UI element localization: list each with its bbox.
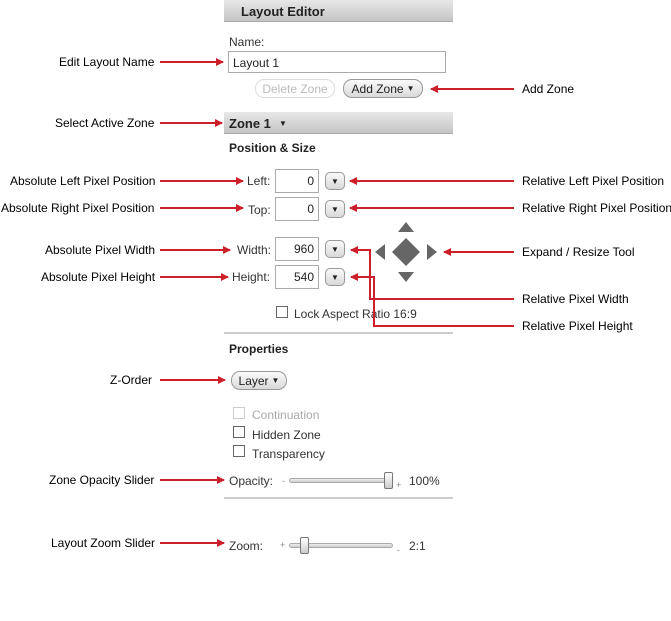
annotation-add-zone: Add Zone bbox=[522, 82, 575, 96]
top-label: Top: bbox=[248, 203, 271, 217]
annotation-rel-right: Relative Right Pixel Position bbox=[522, 201, 671, 215]
chevron-down-icon: ▼ bbox=[331, 244, 339, 254]
move-resize-icon[interactable] bbox=[374, 221, 438, 283]
chevron-down-icon: ▼ bbox=[331, 272, 339, 282]
zoom-value: 2:1 bbox=[409, 539, 426, 553]
zoom-label: Zoom: bbox=[229, 539, 264, 553]
annotation-abs-left: Absolute Left Pixel Position bbox=[10, 174, 156, 188]
zoom-slider-thumb[interactable] bbox=[300, 537, 310, 554]
layout-editor-header: Layout Editor bbox=[224, 0, 453, 22]
annotation-rel-height: Relative Pixel Height bbox=[522, 319, 633, 333]
plus-icon: + bbox=[396, 480, 402, 490]
add-zone-button[interactable]: Add Zone▼ bbox=[343, 79, 423, 98]
annotation-expand-resize: Expand / Resize Tool bbox=[522, 245, 635, 259]
opacity-value: 100% bbox=[409, 474, 440, 488]
zone-selector[interactable]: Zone 1 ▼ bbox=[224, 112, 453, 134]
transparency-checkbox[interactable] bbox=[233, 445, 245, 457]
left-input[interactable]: 0 bbox=[275, 169, 319, 193]
annotation-abs-width: Absolute Pixel Width bbox=[45, 243, 156, 257]
continuation-checkbox[interactable] bbox=[233, 407, 245, 419]
lock-aspect-checkbox[interactable] bbox=[276, 306, 288, 318]
add-zone-label: Add Zone bbox=[351, 81, 404, 96]
annotation-edit-layout-name: Edit Layout Name bbox=[59, 55, 155, 69]
arrow-rel-height bbox=[350, 273, 514, 327]
minus-icon: - bbox=[397, 545, 400, 555]
delete-zone-button[interactable]: Delete Zone bbox=[255, 79, 335, 98]
chevron-down-icon: ▼ bbox=[271, 376, 280, 385]
continuation-label: Continuation bbox=[252, 408, 320, 422]
zone-selector-label: Zone 1 bbox=[229, 116, 271, 131]
height-relative-dropdown[interactable]: ▼ bbox=[325, 268, 345, 286]
top-relative-dropdown[interactable]: ▼ bbox=[325, 200, 345, 218]
plus-icon: + bbox=[280, 540, 286, 550]
hidden-zone-label: Hidden Zone bbox=[252, 428, 321, 442]
height-input[interactable]: 540 bbox=[275, 265, 319, 289]
chevron-down-icon: ▼ bbox=[331, 176, 339, 186]
layer-label: Layer bbox=[238, 373, 269, 388]
minus-icon: - bbox=[282, 476, 285, 486]
annotation-zoom-slider: Layout Zoom Slider bbox=[51, 536, 156, 550]
annotation-abs-right: Absolute Right Pixel Position bbox=[1, 201, 155, 215]
annotation-rel-width: Relative Pixel Width bbox=[522, 292, 629, 306]
width-input[interactable]: 960 bbox=[275, 237, 319, 261]
name-label: Name: bbox=[229, 35, 265, 49]
top-input[interactable]: 0 bbox=[275, 197, 319, 221]
annotation-select-active-zone: Select Active Zone bbox=[55, 116, 155, 130]
chevron-down-icon: ▼ bbox=[279, 119, 287, 128]
chevron-down-icon: ▼ bbox=[406, 84, 415, 93]
annotation-z-order: Z-Order bbox=[110, 373, 152, 387]
width-relative-dropdown[interactable]: ▼ bbox=[325, 240, 345, 258]
transparency-label: Transparency bbox=[252, 447, 325, 461]
width-label: Width: bbox=[237, 243, 272, 257]
layout-name-value: Layout 1 bbox=[233, 56, 280, 70]
hidden-zone-checkbox[interactable] bbox=[233, 426, 245, 438]
position-size-heading: Position & Size bbox=[229, 141, 316, 155]
lock-aspect-label: Lock Aspect Ratio 16:9 bbox=[294, 307, 417, 321]
layer-button[interactable]: Layer▼ bbox=[231, 371, 287, 390]
arrow-rel-width bbox=[350, 246, 514, 300]
divider bbox=[224, 332, 453, 334]
annotation-abs-height: Absolute Pixel Height bbox=[41, 270, 156, 284]
height-label: Height: bbox=[232, 270, 271, 284]
divider bbox=[224, 497, 453, 499]
layout-name-input[interactable]: Layout 1 bbox=[228, 51, 446, 73]
left-label: Left: bbox=[247, 174, 271, 188]
layout-editor-title: Layout Editor bbox=[241, 4, 325, 19]
annotation-opacity-slider: Zone Opacity Slider bbox=[49, 473, 155, 487]
properties-heading: Properties bbox=[229, 342, 289, 356]
chevron-down-icon: ▼ bbox=[331, 204, 339, 214]
zoom-slider-track[interactable] bbox=[289, 543, 393, 548]
annotation-rel-left: Relative Left Pixel Position bbox=[522, 174, 665, 188]
left-relative-dropdown[interactable]: ▼ bbox=[325, 172, 345, 190]
opacity-label: Opacity: bbox=[229, 474, 274, 488]
opacity-slider-thumb[interactable] bbox=[384, 472, 393, 489]
